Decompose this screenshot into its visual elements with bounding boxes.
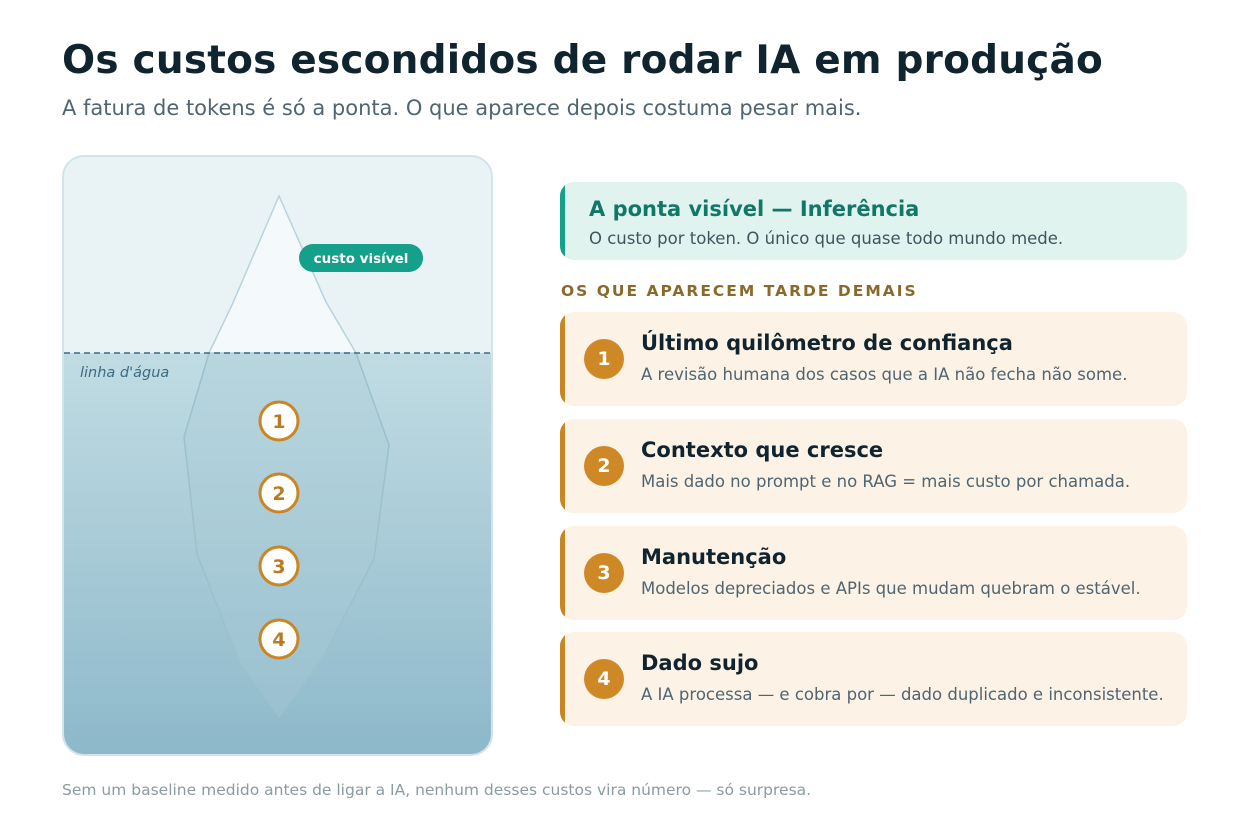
cost-description: A IA processa — e cobra por — dado dupli… (641, 685, 1164, 704)
cost-description: A revisão humana dos casos que a IA não … (641, 365, 1128, 384)
marker-3-label: 3 (272, 556, 285, 578)
cost-card-3: 3 Manutenção Modelos depreciados e APIs … (560, 526, 1187, 620)
cost-number-badge: 1 (584, 339, 624, 379)
marker-4: 4 (258, 618, 300, 660)
cost-accent-bar (560, 419, 565, 513)
iceberg-tip (207, 194, 358, 354)
waterline-label: linha d'água (80, 365, 169, 381)
tip-accent-bar (560, 182, 565, 260)
footer-note: Sem um baseline medido antes de ligar a … (62, 781, 812, 799)
cost-card-4: 4 Dado sujo A IA processa — e cobra por … (560, 632, 1187, 726)
marker-3: 3 (258, 545, 300, 587)
marker-2-label: 2 (272, 483, 285, 505)
marker-1: 1 (258, 400, 300, 442)
cost-number-badge: 2 (584, 446, 624, 486)
cost-description: Modelos depreciados e APIs que mudam que… (641, 579, 1141, 598)
iceberg-underwater-body (183, 352, 390, 719)
iceberg-svg: linha d'água custo visível 1 2 3 4 (64, 157, 491, 754)
cost-accent-bar (560, 312, 565, 406)
marker-1-label: 1 (272, 411, 285, 433)
cost-number-badge: 4 (584, 659, 624, 699)
cost-title: Dado sujo (641, 651, 759, 675)
visible-cost-badge: custo visível (299, 244, 423, 272)
cost-accent-bar (560, 632, 565, 726)
cost-description: Mais dado no prompt e no RAG = mais cust… (641, 472, 1131, 491)
marker-2: 2 (258, 472, 300, 514)
tip-title: A ponta visível — Inferência (589, 197, 920, 221)
cost-title: Último quilômetro de confiança (641, 331, 1013, 355)
visible-tip-card: A ponta visível — Inferência O custo por… (560, 182, 1187, 260)
page-title: Os custos escondidos de rodar IA em prod… (62, 38, 1104, 83)
cost-title: Contexto que cresce (641, 438, 884, 462)
cost-accent-bar (560, 526, 565, 620)
cost-card-2: 2 Contexto que cresce Mais dado no promp… (560, 419, 1187, 513)
tip-description: O custo por token. O único que quase tod… (589, 229, 1064, 248)
page-subtitle: A fatura de tokens é só a ponta. O que a… (62, 96, 862, 120)
visible-cost-badge-label: custo visível (314, 251, 409, 267)
cost-number-badge: 3 (584, 553, 624, 593)
cost-card-1: 1 Último quilômetro de confiança A revis… (560, 312, 1187, 406)
hidden-costs-section-label: OS QUE APARECEM TARDE DEMAIS (561, 282, 918, 300)
iceberg-illustration: linha d'água custo visível 1 2 3 4 (62, 155, 493, 756)
marker-4-label: 4 (272, 629, 285, 651)
cost-title: Manutenção (641, 545, 787, 569)
